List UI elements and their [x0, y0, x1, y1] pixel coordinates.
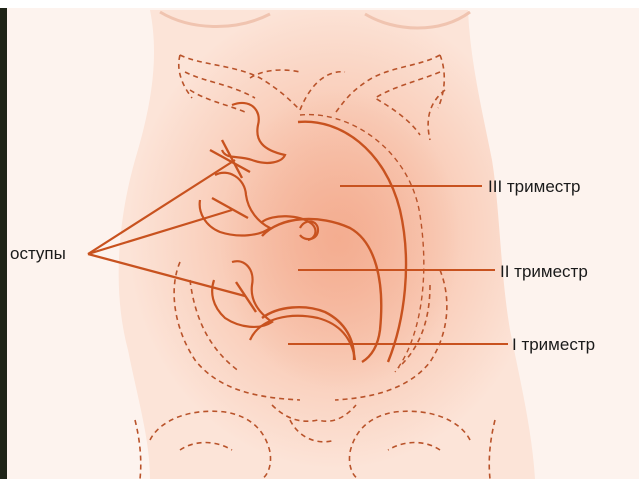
top-border	[0, 0, 639, 8]
label-ostupy: оступы	[10, 244, 66, 264]
label-trimester-2: II триместр	[500, 262, 588, 282]
label-trimester-3: III триместр	[488, 177, 581, 197]
label-trimester-1: I триместр	[512, 335, 595, 355]
left-dark-band	[0, 0, 7, 479]
